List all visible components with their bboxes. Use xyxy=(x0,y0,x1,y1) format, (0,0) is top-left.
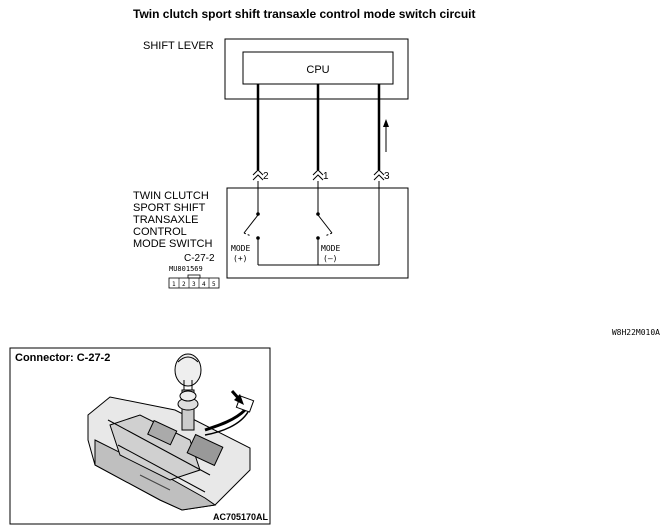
switch-internal-wiring xyxy=(243,181,380,266)
mode-minus-label: MODE xyxy=(321,244,340,253)
switch-contacts xyxy=(256,212,320,240)
connector-pin: 4 xyxy=(202,281,206,288)
mode-switch-label-line: SPORT SHIFT xyxy=(133,202,206,214)
shift-lever-box xyxy=(224,38,409,100)
mode-switch-label-line: CONTROL xyxy=(133,226,187,238)
shift-lever-label: SHIFT LEVER xyxy=(143,40,214,52)
mode-plus-sign: (+) xyxy=(233,254,247,263)
mode-switch-label: TWIN CLUTCH SPORT SHIFT TRANSAXLE CONTRO… xyxy=(133,190,212,250)
illustration-code: AC705170AL xyxy=(213,512,269,522)
connector-pin: 1 xyxy=(172,281,176,288)
shift-lever-illustration xyxy=(87,353,255,511)
connector-part-number: MU801569 xyxy=(169,265,203,273)
wire-group xyxy=(256,84,381,170)
mode-plus-label: MODE xyxy=(231,244,250,253)
connector-location-box xyxy=(9,347,271,525)
connector-id: C-27-2 xyxy=(184,253,215,264)
diagram-code: W8H22M010A xyxy=(612,328,660,337)
mode-minus-sign: (–) xyxy=(323,254,337,263)
connector-location-title: Connector: C-27-2 xyxy=(15,352,110,364)
mode-switch-label-line: MODE SWITCH xyxy=(133,238,212,250)
mode-switch-label-line: TWIN CLUTCH xyxy=(133,190,209,202)
signal-arrow xyxy=(383,119,389,152)
connector-pin: 3 xyxy=(192,281,196,288)
connector-pointer-arrow xyxy=(230,390,244,405)
cpu-label: CPU xyxy=(306,64,329,76)
connector-chevrons xyxy=(252,169,385,181)
terminal-label-2: 2 xyxy=(263,171,269,182)
diagram-title: Twin clutch sport shift transaxle contro… xyxy=(133,7,476,21)
connector-pin: 2 xyxy=(182,281,186,288)
mode-switch-label-line: TRANSAXLE xyxy=(133,214,198,226)
terminal-label-1: 1 xyxy=(323,171,329,182)
connector-pin: 5 xyxy=(212,281,216,288)
connector-pinout: 1 2 3 4 5 xyxy=(168,274,220,289)
terminal-label-3: 3 xyxy=(384,171,390,182)
